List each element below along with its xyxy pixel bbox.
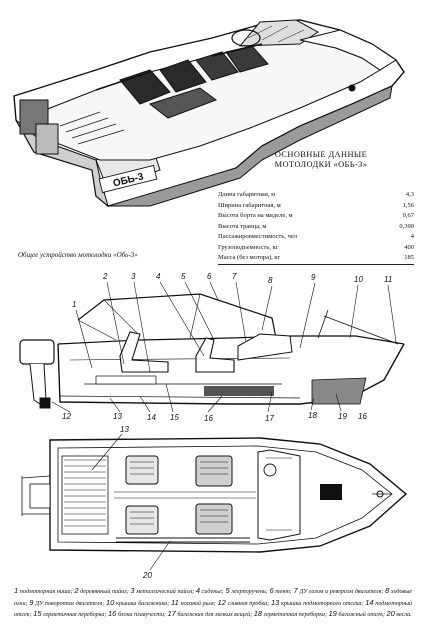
callout-4: 4 <box>156 272 161 281</box>
boat-plan-view <box>21 437 408 553</box>
legend-item: 4 сиденье; <box>195 586 224 595</box>
side-view-callouts: 1 2 3 4 5 6 7 8 9 10 11 12 13 14 15 16 1… <box>62 272 392 423</box>
spec-label: Ширина габаритная, м <box>218 201 281 209</box>
callout-18: 18 <box>308 411 317 420</box>
callout-12: 12 <box>62 412 71 421</box>
legend-item: 1 подмоторная ниша; <box>14 586 73 595</box>
boat-side-view <box>19 293 405 409</box>
legend-item: 20 весла. <box>386 609 412 619</box>
legend-item: 12 сливная пробка; <box>217 597 270 607</box>
legend-item: 18 герметичная переборка; <box>253 609 327 619</box>
specs-title-line2: МОТОЛОДКИ «ОБЬ-3» <box>274 160 368 169</box>
spec-label: Высота транца, м <box>218 222 267 230</box>
boat-perspective-illustration: ОБЬ-3 <box>13 19 405 208</box>
spec-label: Длина габаритная, м <box>218 191 276 198</box>
spec-label: Пассажировместимость, чел <box>218 233 297 240</box>
spec-label: Масса (без мотора), кг <box>218 254 281 261</box>
specs-row: Грузоподъемность, кг 400 <box>218 243 414 254</box>
specs-table: Длина габаритная, м 4,3 Ширина габаритна… <box>218 190 414 264</box>
specs-row: Высота транца, м 0,390 <box>218 222 414 233</box>
callout-17: 17 <box>265 414 274 423</box>
callout-13-plan: 13 <box>120 425 129 434</box>
spec-value: 400 <box>404 243 414 251</box>
specs-divider <box>218 263 414 265</box>
spec-value: 4,3 <box>405 191 414 198</box>
callout-5: 5 <box>181 272 186 281</box>
callout-16: 16 <box>204 414 213 423</box>
callout-15: 15 <box>170 413 179 422</box>
legend-item: 10 крышка багажника; <box>106 597 170 607</box>
spec-value: 0,390 <box>399 222 414 230</box>
specs-row: Масса (без мотора), кг 185 <box>218 253 414 264</box>
legend-item: 6 тент; <box>269 586 292 595</box>
legend: 1 подмоторная ниша; 2 деревянный пайол; … <box>14 586 412 621</box>
callout-16b: 16 <box>358 412 367 421</box>
specs-row: Длина габаритная, м 4,3 <box>218 190 414 201</box>
callout-2: 2 <box>102 272 108 281</box>
figure-caption: Общее устройство мотолодки «Обь-3» <box>18 251 138 259</box>
specs-row: Высота борта на миделе, м 0,67 <box>218 211 414 222</box>
callout-6: 6 <box>207 272 212 281</box>
callout-11: 11 <box>384 275 392 284</box>
legend-item: 19 багажный отсек; <box>328 609 385 619</box>
side-view-leaders <box>51 281 397 413</box>
callout-9: 9 <box>311 273 316 282</box>
plan-view-leaders <box>91 433 171 571</box>
spec-value: 0,67 <box>402 212 414 219</box>
legend-item: 9 ДУ поворотом двигателя; <box>29 597 105 607</box>
plan-view-callouts: 13 20 <box>120 425 152 580</box>
legend-item: 17 багажник для мелких вещей; <box>167 609 253 619</box>
spec-value: 1,56 <box>402 201 414 209</box>
legend-item: 13 крышка подмоторного отсека; <box>270 597 364 607</box>
callout-19: 19 <box>338 412 347 421</box>
callout-10: 10 <box>354 275 363 284</box>
legend-item: 14 подмоторный отсек; <box>14 597 413 619</box>
legend-item: 3 металлический пайол; <box>130 586 195 595</box>
legend-item: 15 герметичная переборка; <box>33 609 107 619</box>
callout-13: 13 <box>113 412 122 421</box>
legend-item: 8 ходовые огни; <box>14 586 413 607</box>
spec-value: 4 <box>410 233 414 240</box>
spec-value: 185 <box>404 254 414 261</box>
spec-label: Высота борта на миделе, м <box>218 212 293 219</box>
legend-item: 16 блоки плавучести; <box>108 609 166 619</box>
specs-title-line1: ОСНОВНЫЕ ДАННЫЕ <box>274 150 368 159</box>
legend-item: 7 ДУ газом и реверсом двигателя; <box>293 586 384 595</box>
callout-7: 7 <box>232 272 237 281</box>
specs-row: Пассажировместимость, чел 4 <box>218 232 414 243</box>
callout-8: 8 <box>268 276 273 285</box>
specs-row: Ширина габаритная, м 1,56 <box>218 201 414 212</box>
specs-panel: ОСНОВНЫЕ ДАННЫЕ МОТОЛОДКИ «ОБЬ-3» Длина … <box>218 150 414 265</box>
callout-3: 3 <box>131 272 136 281</box>
legend-item: 5 леерпоручень; <box>225 586 268 595</box>
callout-14: 14 <box>147 413 156 422</box>
spec-label: Грузоподъемность, кг <box>218 243 279 251</box>
legend-item: 2 деревянный пайол; <box>74 586 129 595</box>
callout-20: 20 <box>142 571 152 580</box>
legend-item: 11 носовой рым; <box>171 597 216 607</box>
callout-1: 1 <box>72 300 76 309</box>
